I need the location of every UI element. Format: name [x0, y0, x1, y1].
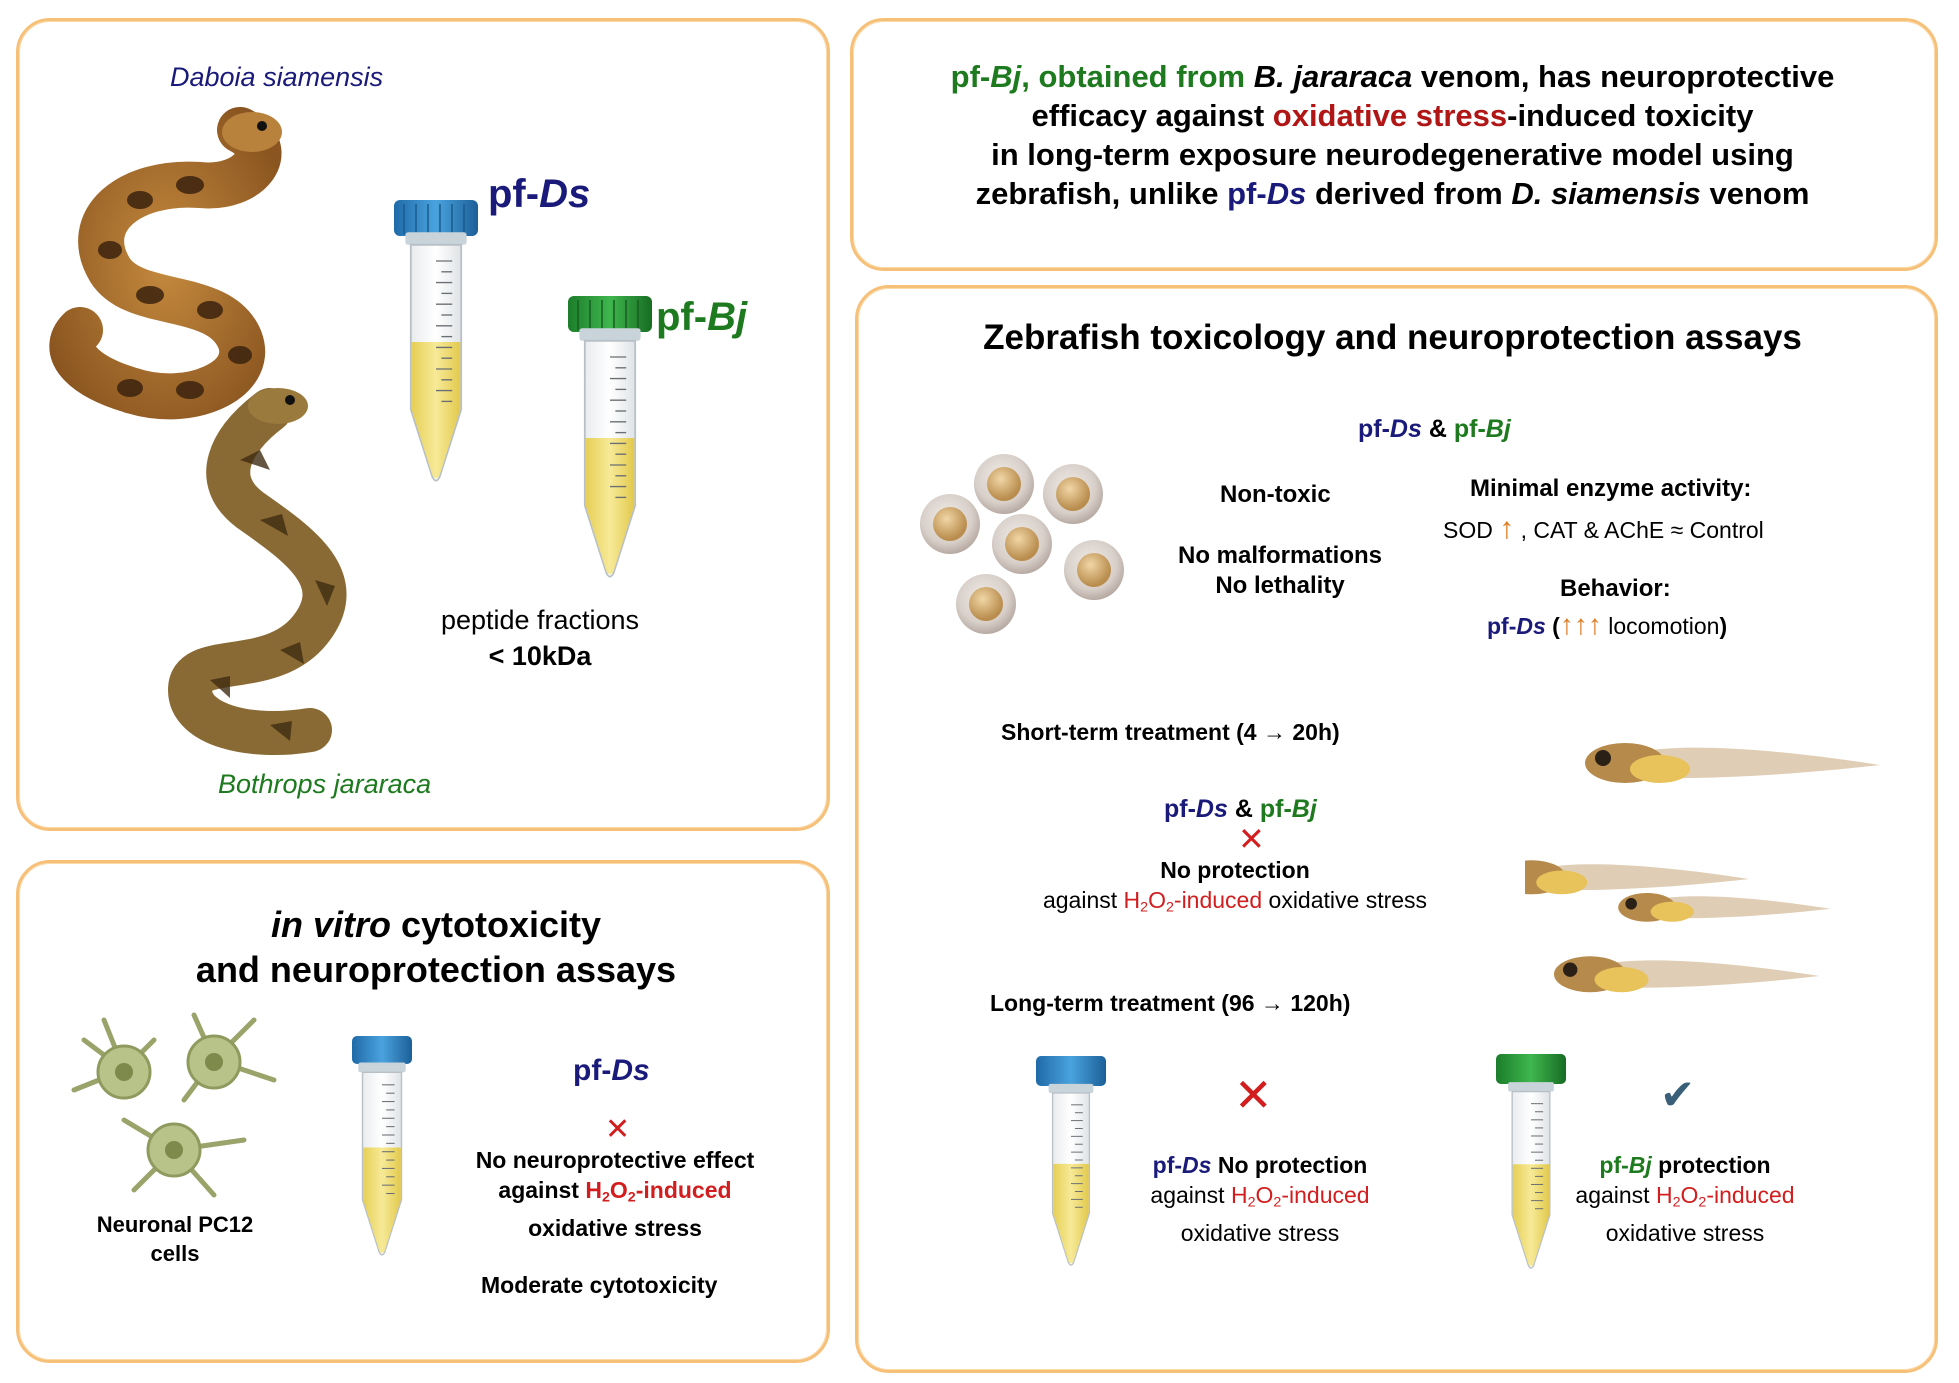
pc12-label: Neuronal PC12 cells — [70, 1210, 280, 1268]
long-bj-check-icon: ✔ — [1660, 1071, 1696, 1118]
no-malformations: No malformations — [1177, 542, 1383, 569]
invitro-panel — [16, 860, 830, 1363]
pf-ds-tube-icon — [394, 200, 478, 482]
summary-text: pf-Bj, obtained from B. jararaca venom, … — [870, 57, 1915, 213]
invitro-cross-icon: ✕ — [605, 1113, 631, 1146]
behavior-title: Behavior: — [1560, 575, 1671, 602]
pf-bj-tube-icon — [568, 296, 652, 578]
invitro-pf-ds-label: pf-Ds — [573, 1054, 650, 1087]
pc12-label-line2: cells — [150, 1241, 200, 1266]
summary-line4: zebrafish, unlike pf-Ds derived from D. … — [975, 176, 1810, 211]
enzyme-detail: SOD ↑ , CAT & AChE ≈ Control — [1443, 512, 1764, 545]
daboia-snake-image — [49, 107, 282, 420]
short-pf-both-label: pf-Ds & pf-Bj — [1164, 795, 1317, 823]
summary-line3: in long-term exposure neurodegenerative … — [991, 137, 1794, 172]
no-lethality: No lethality — [1215, 572, 1345, 599]
short-no-protection: No protection against H2O2-induced oxida… — [1020, 855, 1450, 923]
daboia-label: Daboia siamensis — [170, 62, 384, 92]
behavior-detail: pf-Ds (↑↑↑ locomotion) — [1487, 609, 1728, 640]
invitro-title-line1: in vitro cytotoxicity — [270, 904, 602, 945]
caption-line1: peptide fractions — [440, 605, 640, 635]
short-term-label: Short-term treatment (4 → 20h) — [1001, 719, 1340, 745]
long-term-label: Long-term treatment (96 → 120h) — [990, 990, 1351, 1016]
summary-pf-bj: pf-Bj — [950, 59, 1022, 94]
bothrops-snake-image — [167, 388, 347, 755]
invitro-pf-ds-tube-icon — [352, 1036, 412, 1256]
pf-ds-label: pf-Ds — [488, 172, 591, 216]
sod-up-arrow-icon: ↑ — [1499, 512, 1515, 545]
long-ds-cross-icon: ✕ — [1234, 1069, 1273, 1121]
invitro-effect-line3: oxidative stress — [528, 1214, 702, 1241]
short-no-protection-detail: against H2O2-induced oxidative stress — [1042, 887, 1428, 916]
long-bj-result: pf-Bj protection against H2O2-induced ox… — [1535, 1150, 1835, 1248]
zebrafish-embryos-image — [920, 454, 1124, 634]
nontoxic-label: Non-toxic — [1220, 481, 1331, 508]
long-pf-ds-tube-icon — [1036, 1056, 1106, 1266]
invitro-effect: No neuroprotective effect against H2O2-i… — [440, 1145, 790, 1243]
long-bj-result-line2: against H2O2-induced — [1575, 1182, 1795, 1211]
caption-line2: < 10kDa — [488, 641, 592, 671]
summary-line1: pf-Bj, obtained from B. jararaca venom, … — [950, 59, 1835, 94]
long-bj-result-title: pf-Bj protection — [1599, 1152, 1771, 1178]
long-ds-result-line3: oxidative stress — [1180, 1219, 1340, 1246]
summary-line2: efficacy against oxidative stress-induce… — [1031, 98, 1754, 133]
invitro-title: in vitro cytotoxicity and neuroprotectio… — [136, 902, 736, 992]
pf-bj-label: pf-Bj — [656, 295, 748, 339]
pc12-cells-image — [71, 1012, 277, 1198]
short-cross-icon: ✕ — [1238, 821, 1265, 857]
long-ds-result: pf-Ds No protection against H2O2-induced… — [1110, 1150, 1410, 1248]
invitro-effect-line2: against H2O2-induced — [498, 1177, 732, 1206]
zf-pf-both-label: pf-Ds & pf-Bj — [1358, 415, 1511, 443]
peptide-fractions-caption: peptide fractions < 10kDa — [420, 602, 660, 674]
pc12-label-line1: Neuronal PC12 — [96, 1212, 254, 1237]
summary-pf-ds: pf-Ds — [1227, 176, 1307, 211]
long-bj-result-line3: oxidative stress — [1605, 1219, 1765, 1246]
zebrafish-larvae-image — [1525, 743, 1880, 993]
long-pf-bj-tube-icon — [1496, 1054, 1566, 1269]
no-malformations-lethality: No malformations No lethality — [1160, 541, 1400, 601]
zebrafish-title: Zebrafish toxicology and neuroprotection… — [983, 318, 1802, 357]
invitro-title-line2: and neuroprotection assays — [195, 949, 677, 990]
locomotion-up-arrows-icon: ↑↑↑ — [1559, 609, 1602, 640]
enzyme-title: Minimal enzyme activity: — [1470, 475, 1752, 502]
long-ds-result-title: pf-Ds No protection — [1152, 1152, 1368, 1178]
invitro-effect-line1: No neuroprotective effect — [475, 1147, 755, 1173]
bothrops-label: Bothrops jararaca — [218, 769, 432, 799]
short-no-protection-title: No protection — [1160, 857, 1310, 883]
long-ds-result-line2: against H2O2-induced — [1150, 1182, 1370, 1211]
moderate-cytotoxicity: Moderate cytotoxicity — [481, 1272, 718, 1298]
summary-panel — [850, 18, 1938, 271]
zebrafish-panel — [855, 285, 1938, 1373]
